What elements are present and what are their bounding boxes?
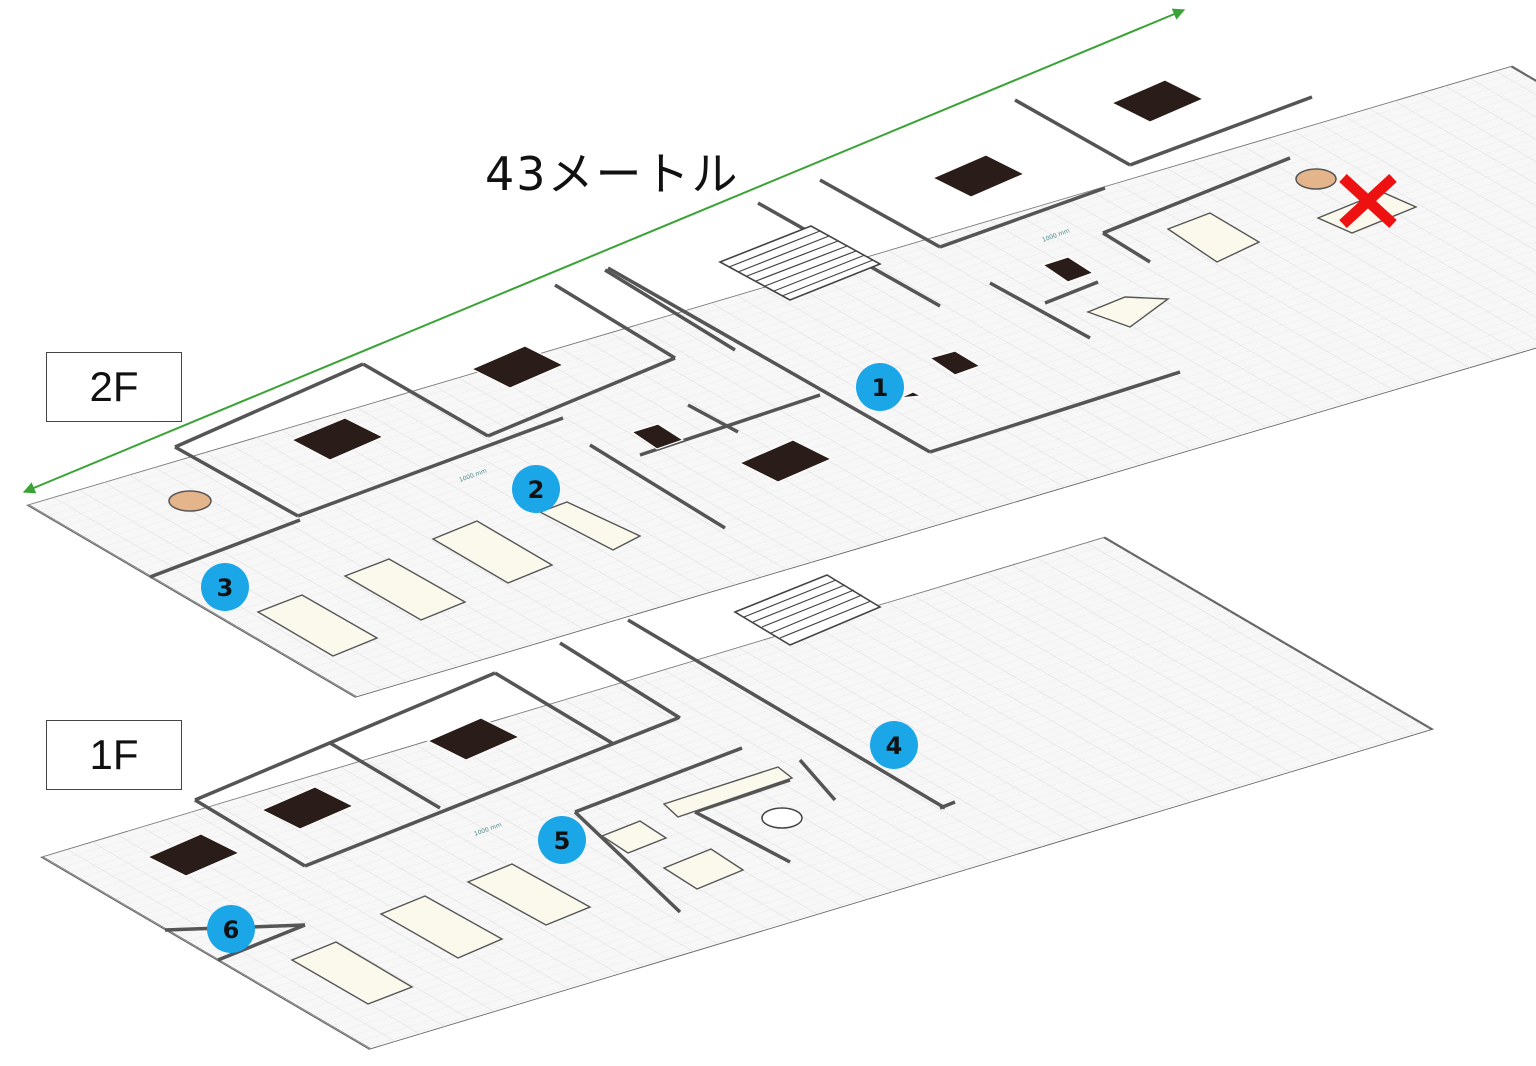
marker-2: 2 <box>512 465 560 513</box>
walls-1f <box>164 618 956 962</box>
marker-number: 2 <box>528 476 545 504</box>
round-table-icon <box>168 490 212 512</box>
marker-1: 1 <box>856 363 904 411</box>
round-table-icon <box>761 807 803 829</box>
marker-5: 5 <box>538 816 586 864</box>
marker-number: 5 <box>554 827 571 855</box>
cross-mark-icon <box>1339 173 1397 229</box>
desk-cluster-icon <box>146 717 521 877</box>
marker-4: 4 <box>870 721 918 769</box>
marker-number: 3 <box>217 574 234 602</box>
stairs-icon <box>733 574 882 646</box>
floor-label-1f: 1F <box>46 720 182 790</box>
dimension-label: 43メートル <box>485 147 740 201</box>
desk-cluster-icon <box>290 766 794 1005</box>
marker-number: 4 <box>886 732 903 760</box>
marker-6: 6 <box>207 905 255 953</box>
marker-number: 6 <box>223 916 240 944</box>
round-table-icon <box>1295 168 1337 190</box>
marker-number: 1 <box>872 374 889 402</box>
dimension-arrow <box>22 8 1186 494</box>
floor-label-2f: 2F <box>46 352 182 422</box>
marker-3: 3 <box>201 563 249 611</box>
